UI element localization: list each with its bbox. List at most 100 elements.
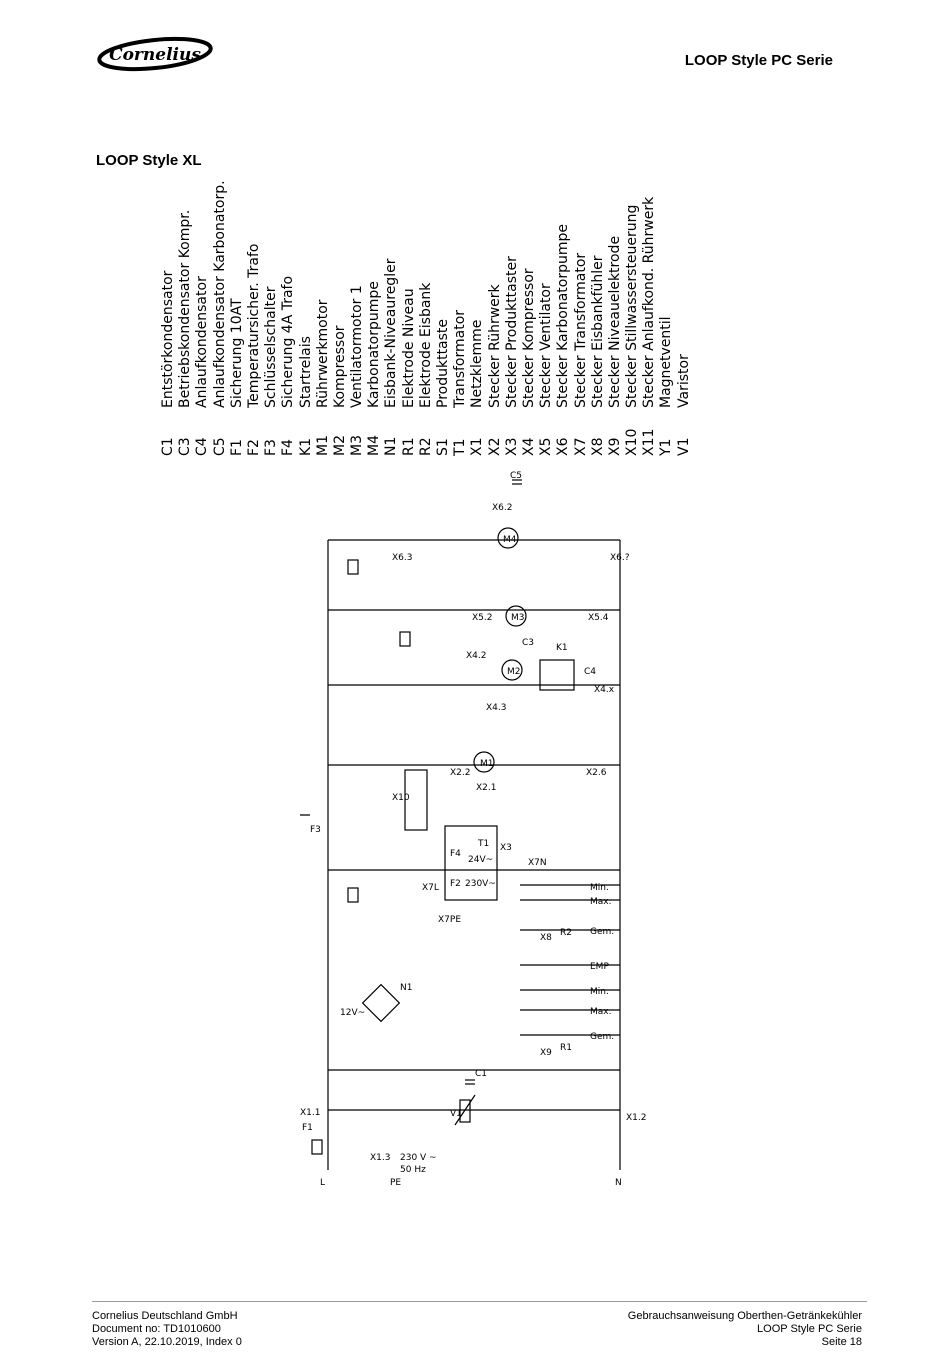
svg-text:Max.: Max.	[590, 897, 611, 907]
legend-code: Y1	[658, 438, 675, 456]
legend-desc: Elektrode Eisbank	[417, 282, 434, 408]
legend-code: F2	[245, 439, 262, 456]
svg-text:X3: X3	[500, 843, 512, 853]
legend-row: C1 Entstörkondensator	[160, 180, 177, 456]
legend-desc: Stecker Niveauelektrode	[606, 235, 623, 408]
footer-divider	[92, 1301, 867, 1302]
svg-text:X4.3: X4.3	[486, 703, 506, 713]
motor-m1	[473, 751, 495, 773]
motor-m3	[505, 605, 527, 627]
legend-code: M3	[349, 435, 366, 456]
legend-code: X10	[624, 428, 641, 456]
svg-text:F3: F3	[310, 825, 321, 835]
legend-row: T1 Transformator	[452, 180, 469, 456]
svg-text:X7L: X7L	[422, 883, 439, 893]
legend-code: C1	[160, 437, 176, 456]
legend-code: X4	[520, 437, 537, 457]
legend-code: X7	[572, 437, 589, 457]
footer-right: Gebrauchsanweisung Oberthen-Getränkekühl…	[628, 1310, 862, 1349]
footer-doc: Document no: TD1010600	[92, 1323, 221, 1335]
svg-text:C1: C1	[475, 1069, 487, 1079]
footer-manual: Gebrauchsanweisung Oberthen-Getränkekühl…	[627, 1310, 862, 1322]
legend-code: M1	[314, 435, 331, 456]
svg-text:N1: N1	[400, 983, 412, 993]
svg-text:X1.2: X1.2	[626, 1113, 646, 1123]
legend-code: C5	[211, 437, 228, 456]
svg-text:X1.1: X1.1	[300, 1108, 320, 1118]
svg-text:M2: M2	[507, 667, 521, 677]
svg-text:Gem.: Gem.	[590, 927, 614, 937]
transformer-box	[444, 825, 498, 901]
legend-code: R1	[400, 437, 417, 456]
legend-desc: Anlaufkondensator	[194, 276, 211, 408]
legend-desc: Stecker Produkttaster	[503, 256, 520, 408]
footer-series: LOOP Style PC Serie	[757, 1323, 862, 1335]
legend-desc: Stecker Ventilator	[538, 283, 555, 408]
legend-code: X9	[606, 437, 623, 457]
legend-code: T1	[452, 438, 469, 456]
svg-text:L: L	[320, 1178, 325, 1188]
legend-desc: Entstörkondensator	[160, 270, 176, 408]
svg-text:X6.?: X6.?	[610, 553, 630, 563]
svg-text:X6.2: X6.2	[492, 503, 512, 513]
svg-text:K1: K1	[556, 643, 568, 653]
legend-code: X5	[538, 437, 555, 457]
legend-code: K1	[297, 437, 314, 456]
legend-code: F1	[228, 439, 245, 456]
svg-text:X1.3: X1.3	[370, 1153, 390, 1163]
svg-text:X10: X10	[392, 793, 410, 803]
legend-desc: Produkttaste	[435, 318, 451, 408]
svg-text:Min.: Min.	[590, 987, 609, 997]
svg-text:230V~: 230V~	[465, 879, 496, 889]
legend-row: F4 Sicherung 4A Trafo	[280, 180, 297, 456]
svg-text:Gem.: Gem.	[590, 1032, 614, 1042]
svg-text:24V~: 24V~	[468, 855, 493, 865]
svg-text:X9: X9	[540, 1048, 552, 1058]
footer-left: Cornelius Deutschland GmbH Document no: …	[92, 1310, 242, 1349]
legend-code: X3	[503, 437, 520, 457]
svg-text:F1: F1	[302, 1123, 313, 1133]
svg-text:X5.2: X5.2	[472, 613, 492, 623]
svg-text:X7PE: X7PE	[438, 915, 461, 925]
legend-desc: Eisbank-Niveauregler	[383, 258, 400, 408]
svg-text:F4: F4	[450, 849, 461, 859]
legend-code: F4	[280, 439, 297, 456]
svg-text:12V~: 12V~	[340, 1008, 365, 1018]
header-title: LOOP Style PC Serie	[684, 52, 833, 69]
footer-page: Seite 18	[821, 1336, 862, 1348]
legend-desc: Stecker Eisbankfühler	[589, 255, 606, 408]
legend-desc: Transformator	[452, 309, 469, 408]
legend-row: X9 Stecker Niveauelektrode	[607, 180, 624, 456]
legend-code: F3	[263, 439, 280, 456]
legend-desc: Rührwerkmotor	[314, 299, 331, 408]
svg-text:Max.: Max.	[590, 1007, 611, 1017]
x10-block	[404, 769, 428, 831]
legend-desc: Betriebskondensator Kompr.	[177, 209, 194, 408]
svg-text:X4.2: X4.2	[466, 651, 486, 661]
svg-text:X4.x: X4.x	[594, 685, 615, 695]
legend-desc: Stecker Kompressor	[520, 268, 537, 408]
legend-desc: Sicherung 4A Trafo	[280, 275, 297, 408]
legend-code: N1	[383, 436, 400, 456]
legend-desc: Stecker Karbonatorpumpe	[555, 224, 572, 408]
legend-desc: Temperatursicher. Trafo	[245, 243, 262, 408]
svg-text:X2.1: X2.1	[476, 783, 496, 793]
legend-row: X5 Stecker Ventilator	[538, 180, 555, 456]
svg-text:X5.4: X5.4	[588, 613, 609, 623]
svg-text:PE: PE	[390, 1178, 401, 1188]
svg-text:R1: R1	[560, 1043, 572, 1053]
legend-desc: Ventilatormotor 1	[349, 285, 366, 408]
legend-desc: Kompressor	[331, 325, 348, 408]
svg-text:M4: M4	[503, 535, 517, 545]
